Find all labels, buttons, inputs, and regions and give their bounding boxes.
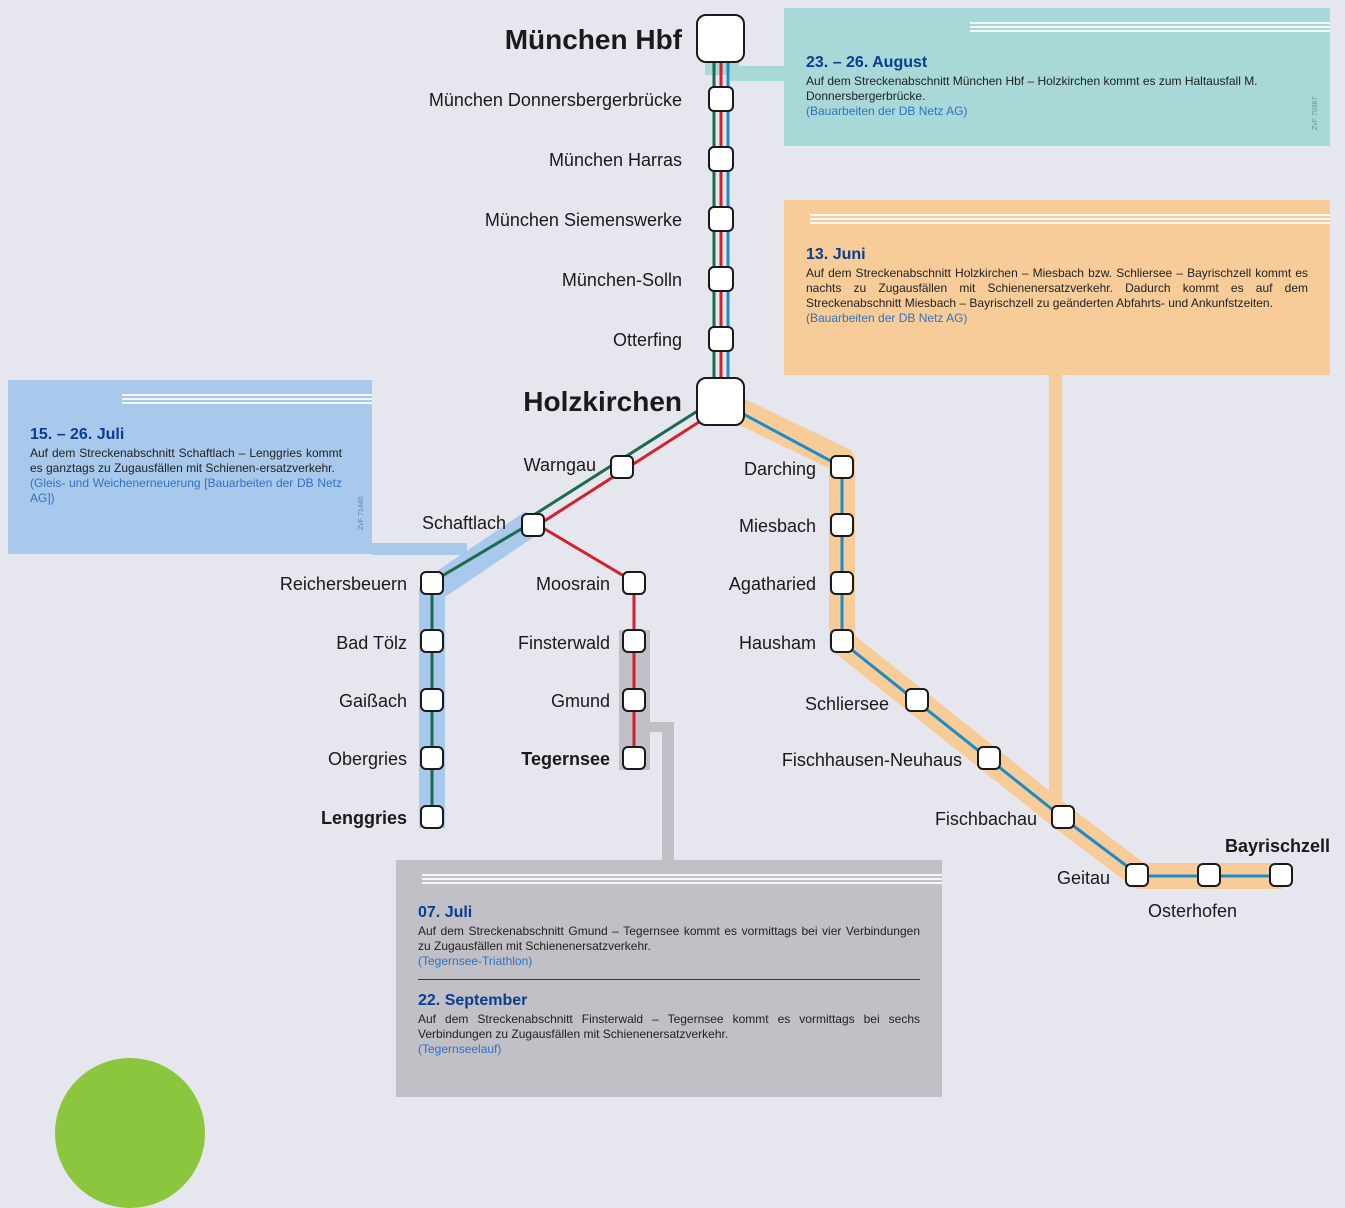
station-label-finsterwald: Finsterwald (517, 633, 610, 653)
station-label-donnersbergerbruecke: München Donnersbergerbrücke (428, 90, 682, 110)
station-label-moosrain: Moosrain (535, 574, 610, 594)
notice-juli-range: 15. – 26. Juli Auf dem Streckenabschnitt… (8, 380, 372, 554)
station-label-warngau: Warngau (523, 455, 596, 475)
notice-divider (418, 979, 920, 980)
notice-august-code: ZvF 70367 (1312, 96, 1319, 130)
station-label-bad-toelz: Bad Tölz (336, 633, 407, 653)
decorative-stripes (970, 22, 1330, 36)
station-label-gaissach: Gaißach (338, 691, 407, 711)
notice-september-date: 22. September (418, 992, 528, 1009)
station-label-osterhofen: Osterhofen (1148, 901, 1238, 921)
station-label-gmund: Gmund (550, 691, 610, 711)
station-label-otterfing: Otterfing (612, 330, 682, 350)
notice-juli-range-source: (Gleis- und Weichenerneuerung [Bauarbeit… (30, 476, 342, 505)
notice-september-text: Auf dem Streckenabschnitt Finsterwald – … (418, 1012, 920, 1041)
notice-juli-range-bg (8, 380, 372, 554)
station-label-fischhausen-neuhaus: Fischhausen-Neuhaus (781, 750, 962, 770)
station-marker-holzkirchen (696, 377, 745, 426)
station-label-lenggries: Lenggries (320, 808, 407, 828)
notice-juni-bg (784, 200, 1330, 375)
station-label-muenchen-hbf: München Hbf (504, 24, 682, 55)
notice-juli-single-source: (Tegernsee-Triathlon) (418, 954, 533, 968)
station-marker-muenchen-hbf (696, 14, 745, 63)
station-label-darching: Darching (743, 459, 816, 479)
station-label-schaftlach: Schaftlach (421, 513, 506, 533)
notice-juli-single-text: Auf dem Streckenabschnitt Gmund – Tegern… (418, 924, 920, 953)
station-label-schliersee: Schliersee (804, 694, 889, 714)
station-label-holzkirchen: Holzkirchen (523, 386, 682, 417)
decorative-stripes (422, 874, 942, 888)
highlight-tegernsee (619, 630, 674, 860)
station-label-solln: München-Solln (561, 270, 682, 290)
notice-august: 23. – 26. August Auf dem Streckenabschni… (784, 8, 1330, 146)
station-label-tegernsee: Tegernsee (521, 749, 610, 769)
green-circle-decoration (55, 1058, 205, 1208)
station-label-agatharied: Agatharied (728, 574, 816, 594)
station-label-geitau: Geitau (1056, 868, 1110, 888)
notice-juli-range-text: Auf dem Streckenabschnitt Schaftlach – L… (30, 446, 342, 475)
notice-august-text: Auf dem Streckenabschnitt München Hbf – … (806, 74, 1258, 103)
station-label-harras: München Harras (548, 150, 682, 170)
notice-juni-text: Auf dem Streckenabschnitt Holzkirchen – … (806, 266, 1308, 310)
decorative-stripes (122, 394, 372, 408)
station-label-bayrischzell: Bayrischzell (1225, 836, 1331, 856)
station-label-obergries: Obergries (327, 749, 407, 769)
notice-september-source: (Tegernseelauf) (418, 1042, 502, 1056)
station-label-siemenswerke: München Siemenswerke (484, 210, 682, 230)
station-label-reichersbeuern: Reichersbeuern (279, 574, 407, 594)
notice-tegernsee: 07. Juli Auf dem Streckenabschnitt Gmund… (396, 860, 942, 1097)
notice-juni-date: 13. Juni (806, 246, 866, 263)
station-label-fischbachau: Fischbachau (934, 809, 1037, 829)
notice-august-date: 23. – 26. August (806, 54, 928, 71)
highlight-juli-range (372, 511, 541, 828)
notice-juli-single-date: 07. Juli (418, 904, 473, 921)
track-bayrischzell-line (720, 400, 1282, 878)
decorative-stripes (810, 214, 1330, 228)
notice-juni: 13. Juni Auf dem Streckenabschnitt Holzk… (784, 200, 1330, 375)
notice-grey-bg (396, 860, 942, 1097)
station-label-miesbach: Miesbach (738, 516, 816, 536)
notice-juni-source: (Bauarbeiten der DB Netz AG) (806, 311, 968, 325)
station-label-hausham: Hausham (738, 633, 816, 653)
notice-august-source: (Bauarbeiten der DB Netz AG) (806, 104, 968, 118)
station-markers (420, 14, 1293, 887)
notice-juli-range-date: 15. – 26. Juli (30, 426, 125, 443)
highlight-juni (715, 375, 1282, 889)
notice-juli-range-code: ZvF 71440 (358, 496, 365, 530)
